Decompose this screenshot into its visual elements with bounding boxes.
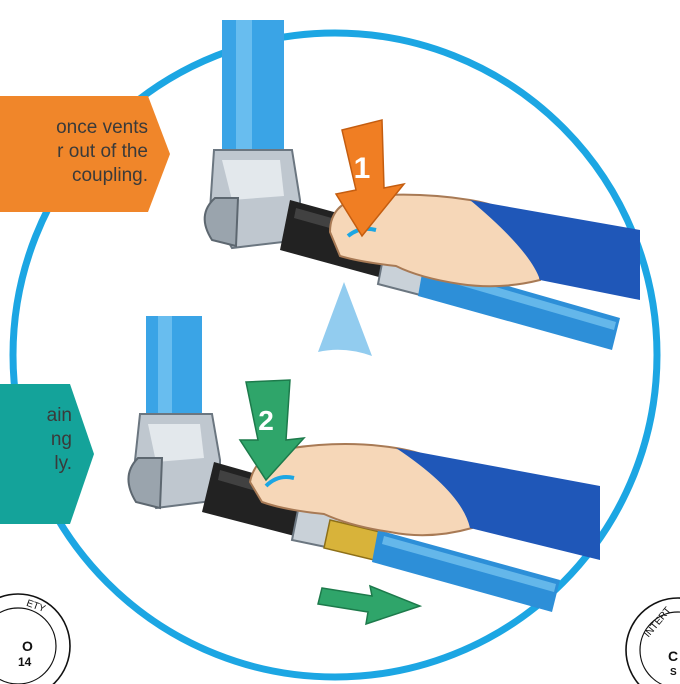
step2-callout-box: [0, 384, 94, 524]
badge-left-line-1: O: [22, 638, 33, 654]
upper-vertical-pipe: [222, 20, 284, 170]
step2-arrow: [238, 379, 306, 482]
lower-vertical-pipe: [146, 316, 202, 426]
step2-callout-line-2: ng: [50, 429, 72, 450]
badge-left-line-2: 14: [18, 655, 32, 669]
step1-arrow: [334, 119, 406, 238]
pull-arrow: [317, 584, 423, 626]
step2-callout-line-3: ly.: [54, 453, 72, 474]
step1-arrow-number: 1: [354, 152, 371, 185]
step2-arrow-number: 2: [258, 405, 274, 436]
certification-badge-right: [625, 597, 680, 684]
certification-badge-left: [0, 593, 71, 684]
step1-callout: once vents r out of the coupling.: [0, 96, 170, 212]
lower-hand: [248, 443, 600, 560]
step1-callout-line-3: coupling.: [71, 165, 148, 186]
step1-callout-box: [0, 96, 170, 212]
lower-elbow-fitting: [127, 413, 221, 510]
spray-cone: [318, 282, 372, 356]
badge-right-line-1: C: [668, 648, 679, 664]
upper-elbow-fitting: [203, 149, 301, 250]
step1-callout-line-2: r out of the: [57, 141, 148, 162]
step1-callout-line-1: once vents: [56, 117, 148, 138]
step2-callout-line-1: ain: [46, 405, 72, 426]
step2-callout: ain ng ly.: [0, 384, 96, 524]
badge-right-line-2: S: [670, 667, 677, 678]
